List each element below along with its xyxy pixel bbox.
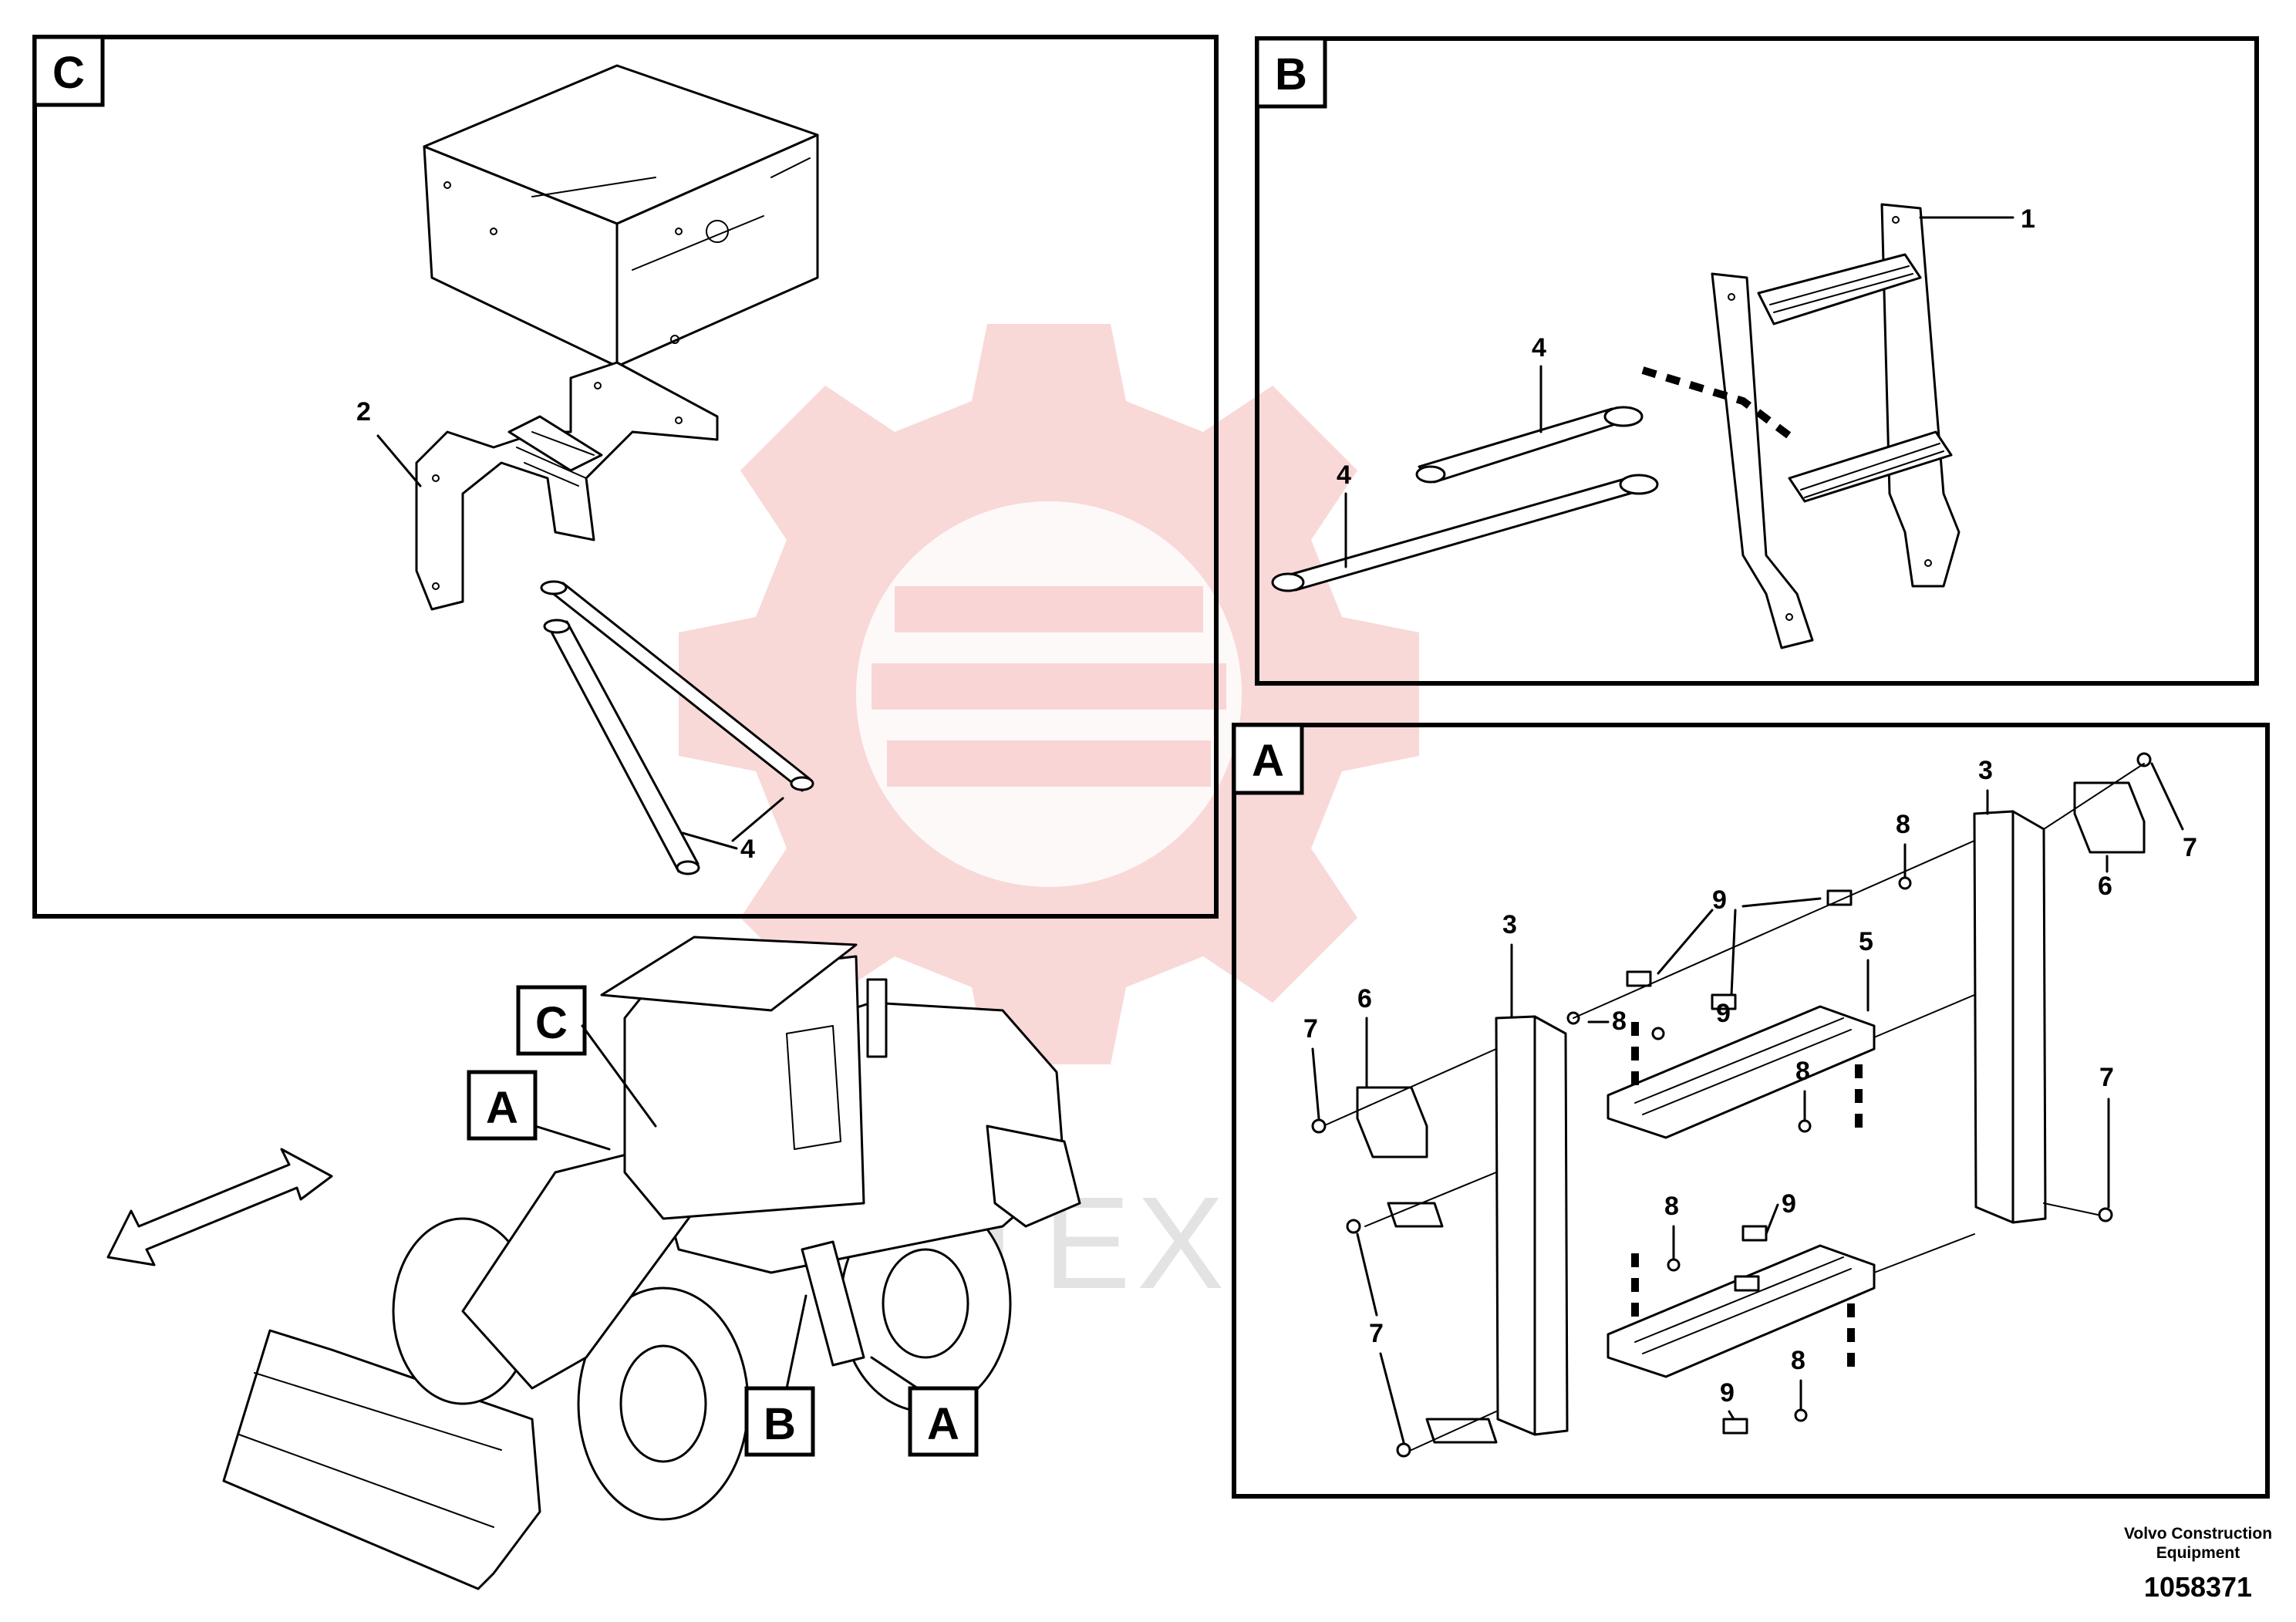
panel-b-frame	[1255, 36, 2259, 686]
panel-a-tag: A	[1252, 736, 1284, 786]
counterweight	[986, 1125, 1081, 1228]
panel-c-frame	[32, 35, 1219, 919]
machine-ladder	[801, 1240, 865, 1367]
callout-bolt-bottom: 9	[1720, 1378, 1735, 1408]
footer-company-line1: Volvo Construction	[2124, 1525, 2272, 1543]
panel-b-tag: B	[1275, 49, 1307, 99]
callout-pad-left: 6	[1357, 984, 1372, 1013]
panel-b-tag-box	[1255, 36, 1327, 109]
direction-arrow	[106, 1148, 333, 1266]
callout-strut: 4	[740, 835, 755, 864]
leader-strut-b	[681, 831, 738, 850]
callout-washer-left-low: 7	[1369, 1319, 1384, 1348]
machine-tag-c-box	[516, 985, 587, 1056]
callout-step: 5	[1859, 927, 1873, 956]
machine-tag-c: C	[535, 998, 568, 1048]
mounting-bracket	[415, 361, 719, 611]
leader-strut-a	[731, 797, 784, 842]
footer-company-line2: Equipment	[2156, 1544, 2240, 1562]
callout-spacer-mid1: 8	[1612, 1007, 1627, 1036]
exhaust	[866, 978, 888, 1058]
callout-ladder: 1	[2021, 204, 2035, 234]
machine-tag-b-box	[744, 1386, 815, 1457]
fasteners	[1311, 752, 2152, 1458]
panel-c-tag: C	[52, 48, 85, 98]
machine-tag-a-upper: A	[486, 1083, 518, 1133]
plate-right	[1973, 810, 2047, 1224]
pad-left	[1356, 1086, 1428, 1158]
callout-washer-right-mid: 7	[2099, 1063, 2114, 1092]
callout-bracket: 2	[356, 397, 371, 427]
dashed-path-ladder	[1641, 366, 1792, 439]
step-lower	[1607, 1244, 1876, 1378]
machine-tag-a-lower-box	[908, 1386, 979, 1457]
machine-tag-a-upper-box	[467, 1070, 538, 1141]
machine-tag-b: B	[764, 1399, 796, 1449]
panel-b: B 1 4 4	[1255, 36, 2259, 686]
callout-strut-lower: 4	[1337, 460, 1351, 490]
cab-roof-cover	[423, 64, 819, 368]
callout-bolt-top: 9	[1716, 999, 1731, 1028]
callout-plate-right: 3	[1978, 756, 1993, 785]
assembly-lines	[1326, 763, 2145, 1451]
callout-strut-upper: 4	[1532, 333, 1546, 363]
panel-c: C 2	[32, 35, 1219, 919]
support-struts	[540, 580, 814, 875]
panel-a-tag-box	[1232, 723, 1304, 795]
callout-bolt-top-label: 9	[1712, 885, 1727, 915]
callout-washer-right-top: 7	[2183, 833, 2197, 862]
plate-left	[1495, 1015, 1569, 1436]
machine-tag-a-lower: A	[927, 1399, 959, 1449]
callout-spacer-bottom: 8	[1791, 1346, 1805, 1375]
callout-spacer-top: 8	[1896, 810, 1910, 839]
cab-roof	[600, 936, 858, 1012]
callout-spacer-mid2: 8	[1795, 1057, 1810, 1086]
footer-doc-number: 1058371	[2144, 1571, 2252, 1603]
callout-bolt-mid: 9	[1782, 1189, 1796, 1219]
ladder-struts	[1271, 406, 1659, 592]
panel-c-tag-box	[32, 35, 105, 107]
callout-plate-left: 3	[1502, 910, 1517, 939]
pad-right	[2073, 781, 2146, 854]
panel-a: A	[1232, 723, 2270, 1499]
callout-pad-right: 6	[2098, 872, 2112, 901]
panel-a-frame	[1232, 723, 2270, 1499]
callout-spacer-lower: 8	[1664, 1192, 1679, 1221]
dashed-path-steps	[1631, 1022, 1863, 1373]
leader-bracket	[376, 434, 422, 487]
callout-washer-left: 7	[1303, 1014, 1318, 1044]
ladder-assembly	[1711, 203, 1961, 649]
step-upper	[1607, 1005, 1876, 1139]
small-plates	[1387, 1202, 1498, 1444]
wheel-loader-overview: C A B A	[106, 936, 1081, 1590]
